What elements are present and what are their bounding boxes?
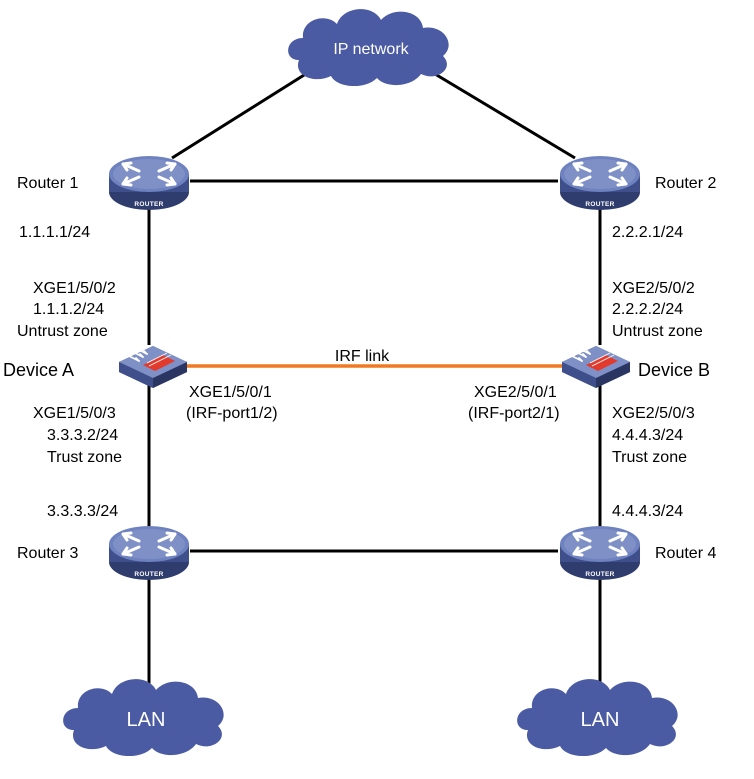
device-b-irf-name: (IRF-port2/1): [468, 405, 560, 422]
router-1-name: Router 1: [17, 175, 78, 192]
device-a-irf-port: XGE1/5/0/1: [189, 384, 272, 401]
device-b-name: Device B: [638, 360, 710, 380]
cloud-lan-left: LAN: [63, 679, 224, 757]
link-internet-router1: [171, 63, 321, 160]
device-a-up-port: XGE1/5/0/2: [33, 280, 116, 297]
device-b-up-zone: Untrust zone: [612, 323, 703, 340]
router-4-ip: 4.4.4.3/24: [612, 503, 683, 520]
labels: Router 1 Router 2 Router 3 Router 4 Devi…: [3, 175, 716, 562]
cloud-label-lan-left: LAN: [127, 709, 166, 731]
device-a-firewall-icon: [118, 345, 188, 389]
cloud-label-lan-right: LAN: [581, 709, 620, 731]
router-3-ip: 3.3.3.3/24: [47, 503, 118, 520]
connections: [147, 63, 602, 690]
irf-link-label: IRF link: [335, 348, 390, 365]
router-2-name: Router 2: [655, 175, 716, 192]
device-a-up-zone: Untrust zone: [17, 323, 108, 340]
device-b-down-zone: Trust zone: [612, 449, 687, 466]
router-4-tag: ROUTER: [585, 571, 614, 578]
device-b-up-port: XGE2/5/0/2: [612, 280, 695, 297]
link-internet-router2: [419, 63, 576, 160]
router-2-tag: ROUTER: [585, 201, 614, 208]
router-1-tag: ROUTER: [134, 201, 163, 208]
cloud-label-ip-network: IP network: [333, 41, 409, 58]
device-b-up-ip: 2.2.2.2/24: [612, 301, 683, 318]
router-2-ip: 2.2.2.1/24: [612, 224, 683, 241]
device-b-down-port: XGE2/5/0/3: [612, 405, 695, 422]
router-3-tag: ROUTER: [134, 571, 163, 578]
cloud-ip-network: IP network: [288, 9, 449, 87]
device-a-down-zone: Trust zone: [47, 449, 122, 466]
device-a-irf-name: (IRF-port1/2): [186, 405, 278, 422]
device-b-down-ip: 4.4.4.3/24: [612, 427, 683, 444]
router-4-name: Router 4: [655, 545, 716, 562]
device-b-irf-port: XGE2/5/0/1: [474, 384, 557, 401]
device-a-up-ip: 1.1.1.2/24: [33, 301, 104, 318]
device-a-down-ip: 3.3.3.2/24: [47, 427, 118, 444]
router-3-name: Router 3: [17, 545, 78, 562]
router-1-ip: 1.1.1.1/24: [19, 224, 90, 241]
device-a-name: Device A: [3, 360, 74, 380]
device-b-firewall-icon: [561, 345, 631, 389]
router-1-icon: ROUTER: [107, 154, 191, 212]
router-2-icon: ROUTER: [558, 154, 642, 212]
router-3-icon: ROUTER: [107, 524, 191, 582]
cloud-lan-right: LAN: [517, 679, 678, 757]
device-a-down-port: XGE1/5/0/3: [33, 405, 116, 422]
router-4-icon: ROUTER: [558, 524, 642, 582]
